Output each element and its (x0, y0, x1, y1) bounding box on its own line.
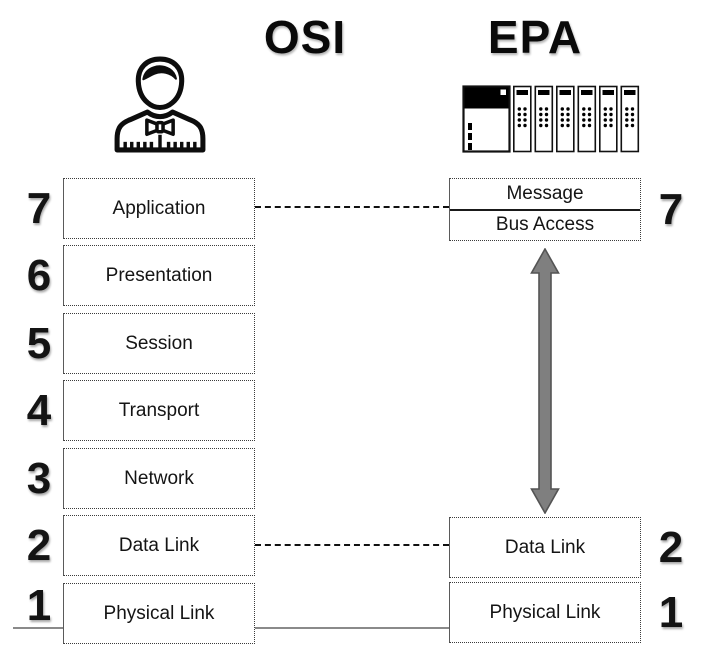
connector-application-message (255, 206, 449, 208)
plc-rack-icon (462, 85, 642, 153)
epa-box-message-busaccess: Message Bus Access (449, 178, 641, 241)
osi-title: OSI (263, 11, 347, 63)
osi-layer-label: Data Link (118, 534, 200, 556)
osi-layer-number: 7 (26, 183, 52, 233)
double-arrow (530, 248, 560, 514)
osi-layer-label: Application (112, 197, 206, 219)
osi-layer-box-physicallink: Physical Link (63, 583, 255, 644)
osi-layer-label: Transport (118, 399, 200, 421)
connector-datalink-datalink (255, 544, 449, 546)
osi-layer-box-presentation: Presentation (63, 245, 255, 306)
epa-datalink-label: Data Link (504, 536, 586, 558)
osi-layer-number: 2 (26, 520, 52, 570)
osi-layer-number: 4 (26, 385, 52, 435)
epa-message-label: Message (450, 179, 640, 211)
epa-busaccess-label: Bus Access (495, 214, 595, 236)
osi-layer-label: Network (124, 467, 194, 489)
osi-layer-label: Presentation (105, 264, 213, 286)
osi-layer-label: Physical Link (103, 602, 215, 624)
epa-layer-number: 2 (658, 522, 684, 572)
osi-layer-box-transport: Transport (63, 380, 255, 441)
epa-title: EPA (487, 11, 583, 63)
epa-layer-number: 7 (658, 184, 684, 234)
osi-layer-number: 5 (26, 318, 52, 368)
osi-layer-number: 3 (26, 453, 52, 503)
osi-layer-number: 1 (26, 581, 52, 630)
epa-physicallink-label: Physical Link (489, 601, 601, 623)
osi-layer-number: 6 (26, 250, 52, 300)
epa-box-datalink: Data Link (449, 517, 641, 578)
osi-layer-label: Session (125, 332, 193, 354)
osi-layer-box-network: Network (63, 448, 255, 509)
osi-layer-box-datalink: Data Link (63, 515, 255, 576)
osi-layer-box-application: Application (63, 178, 255, 239)
osi-layer-box-session: Session (63, 313, 255, 374)
user-icon (107, 52, 213, 158)
epa-box-physicallink: Physical Link (449, 582, 641, 643)
epa-layer-number: 1 (658, 587, 684, 637)
